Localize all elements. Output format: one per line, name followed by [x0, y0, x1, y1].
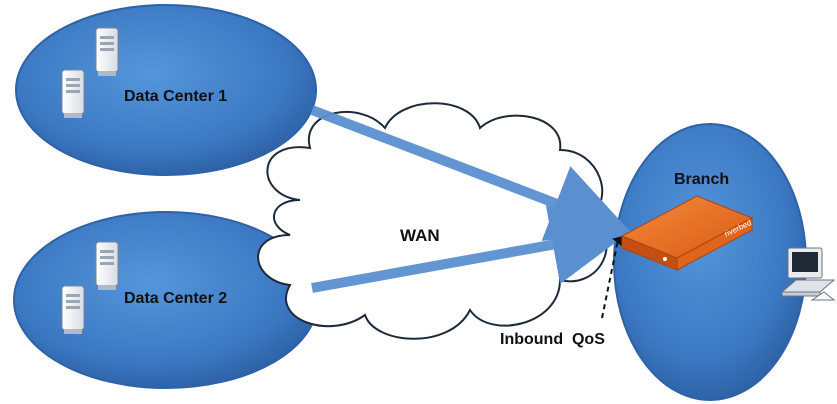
link-dc2-to-branch: [311, 205, 632, 293]
wan-cloud: [257, 102, 608, 340]
wan-label: WAN: [400, 226, 440, 245]
server-icon: [61, 69, 85, 118]
riverbed-appliance-icon: riverbed: [620, 195, 754, 271]
inbound-qos-pointer: [601, 235, 626, 319]
datacenter-2-label: Data Center 2: [124, 290, 227, 307]
inbound-qos-label: Inbound QoS: [500, 331, 605, 348]
datacenter-1-zone: [15, 4, 317, 176]
branch-label: Branch: [674, 171, 729, 188]
desktop-computer-icon: [780, 247, 836, 301]
datacenter-1-label: Data Center 1: [124, 88, 227, 105]
branch-zone: [613, 123, 807, 401]
server-icon: [95, 27, 119, 76]
server-icon: [61, 285, 85, 334]
server-icon: [95, 241, 119, 290]
